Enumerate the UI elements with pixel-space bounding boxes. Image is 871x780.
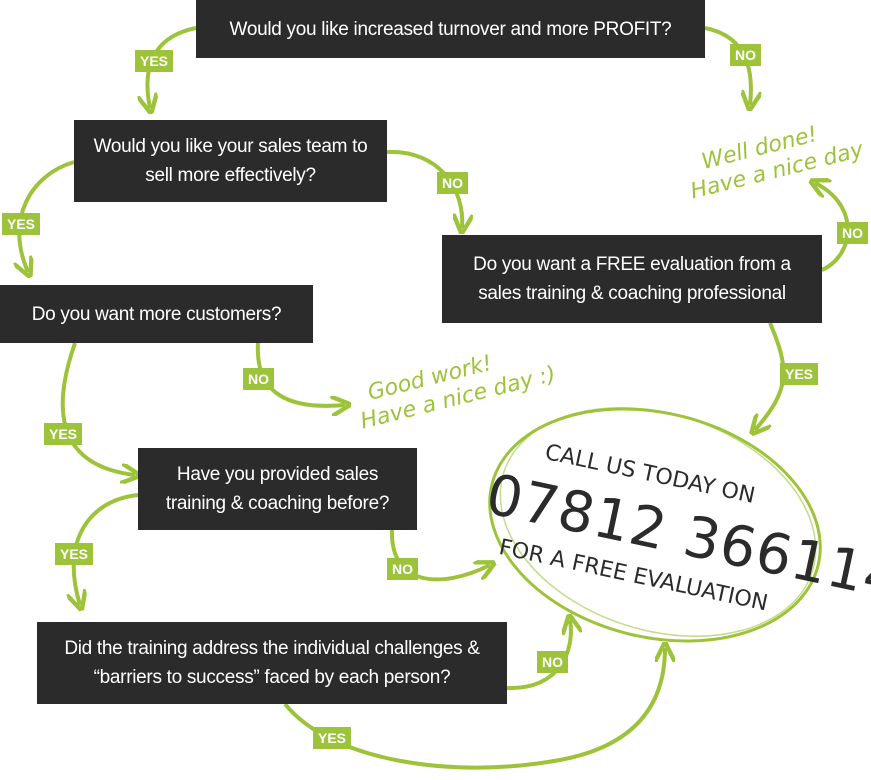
arrow-q5-no <box>389 529 490 582</box>
no-label: NO <box>437 172 468 194</box>
question-sales-team: Would you like your sales team to sell m… <box>74 120 387 202</box>
no-label: NO <box>537 651 568 673</box>
arrow-q1-no <box>704 26 751 105</box>
no-label: NO <box>730 44 761 66</box>
question-more-customers: Do you want more customers? <box>0 285 313 343</box>
no-label: NO <box>243 368 274 390</box>
no-label: NO <box>837 222 868 244</box>
yes-label: YES <box>780 363 819 385</box>
arrow-q2-yes <box>19 160 75 272</box>
yes-label: YES <box>44 423 83 445</box>
yes-label: YES <box>135 50 174 72</box>
question-profit: Would you like increased turnover and mo… <box>196 0 705 58</box>
no-label: NO <box>387 558 418 580</box>
question-free-evaluation: Do you want a FREE evaluation from a sal… <box>442 235 822 323</box>
arrow-q3-no <box>255 342 345 406</box>
question-provided-training: Have you provided sales training & coach… <box>138 448 417 530</box>
yes-label: YES <box>2 213 41 235</box>
yes-label: YES <box>55 543 94 565</box>
question-training-addressed: Did the training address the individual … <box>37 622 507 704</box>
arrow-q3-yes <box>60 342 135 475</box>
arrow-q5-yes <box>74 493 139 605</box>
cta-ellipse <box>488 406 822 643</box>
yes-label: YES <box>313 727 352 749</box>
